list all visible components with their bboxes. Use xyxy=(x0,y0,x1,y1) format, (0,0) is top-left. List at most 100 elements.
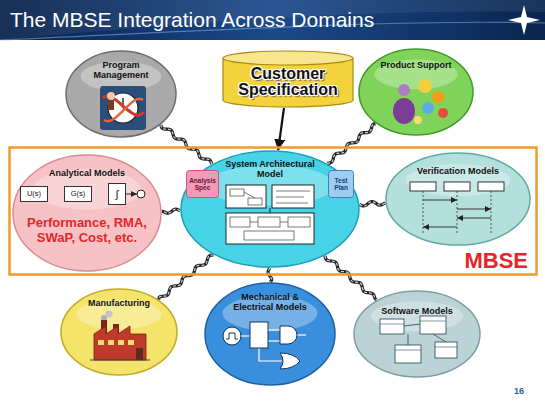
sequence-diagram-part xyxy=(423,200,457,201)
logic-circuit xyxy=(223,322,306,369)
title-holder: The MBSE Integration Across Domains xyxy=(10,8,374,32)
node-label: G(s) xyxy=(71,190,86,198)
cylinder-top xyxy=(223,51,353,65)
architecture-mini-diagram-part xyxy=(226,213,314,244)
uml-class-diagram-part xyxy=(380,319,404,334)
management-clipart-part xyxy=(104,99,143,121)
factory-clipart-part xyxy=(128,340,134,345)
architecture-mini-diagram-part xyxy=(244,192,255,198)
node-label: Test Plan xyxy=(330,177,352,191)
node-label: Verification Models xyxy=(417,166,499,176)
factory-clipart-part xyxy=(108,340,114,345)
logic-circuit-part xyxy=(259,348,282,361)
title-bar-part xyxy=(0,0,545,40)
box-shape xyxy=(109,184,126,205)
management-clipart-part xyxy=(108,100,114,110)
factory-clipart xyxy=(90,311,150,361)
architecture-mini-diagram-part xyxy=(276,191,310,192)
factory-clipart-part xyxy=(98,340,104,345)
support-people-clipart-part xyxy=(418,79,432,93)
node-note: Performance, RMA, SWaP, Cost, etc. xyxy=(17,216,157,246)
logic-circuit-part xyxy=(268,329,280,330)
title-bar xyxy=(0,0,545,40)
analytical-block-diagram xyxy=(126,190,145,198)
chain-outer xyxy=(325,256,377,300)
management-clipart-part xyxy=(107,92,115,100)
arrow-connector xyxy=(278,108,284,150)
chain-link-connector xyxy=(159,255,214,300)
ellipse-shape xyxy=(354,291,480,377)
chain-outer xyxy=(327,124,376,164)
chain-link-connector xyxy=(360,202,386,206)
node-label: MBSE xyxy=(464,248,528,273)
ellipse-shape xyxy=(13,155,161,271)
architecture-mini-diagram-part xyxy=(270,208,271,213)
node-label: U(s) xyxy=(27,190,41,198)
chain-inner xyxy=(162,209,180,213)
uml-class-diagram xyxy=(380,316,457,363)
factory-clipart-part xyxy=(94,326,146,360)
chain-inner xyxy=(360,202,386,206)
block-box: U(s) xyxy=(20,186,48,202)
logic-circuit-part xyxy=(226,333,238,339)
node-label: Software Models xyxy=(381,306,453,316)
uml-class-diagram-part xyxy=(380,324,404,325)
sequence-diagram xyxy=(410,182,504,234)
chain-link-connector xyxy=(325,256,377,300)
domain-ellipse: Analytical ModelsPerformance, RMA, SWaP,… xyxy=(12,154,162,272)
management-clipart xyxy=(100,86,146,130)
node-label: Mechanical & Electrical Models xyxy=(220,292,320,313)
ellipse-shape xyxy=(66,51,176,137)
integrator-box: ∫ xyxy=(108,183,126,205)
sequence-diagram-part xyxy=(478,182,504,191)
uml-class-diagram-part xyxy=(435,342,457,358)
domain-ellipse: Software Models xyxy=(353,290,481,378)
logic-circuit-part xyxy=(223,327,241,345)
node-label: Analytical Models xyxy=(49,168,125,178)
architecture-mini-diagram-part xyxy=(288,217,310,227)
logic-circuit-part xyxy=(280,326,297,344)
uml-class-diagram-part xyxy=(420,321,446,322)
support-people-clipart-part xyxy=(432,91,444,103)
factory-clipart-part xyxy=(90,360,150,361)
management-clipart-part xyxy=(100,86,146,130)
architecture-mini-diagram-part xyxy=(276,197,304,198)
logic-circuit-part xyxy=(268,340,280,341)
architecture-mini-diagram-part xyxy=(226,185,266,208)
architecture-mini-diagram-part xyxy=(276,203,308,204)
mbse-region: MBSE Analytical ModelsPerformance, RMA, S… xyxy=(8,146,538,276)
logic-circuit-part xyxy=(280,353,300,369)
support-people-clipart-part xyxy=(422,102,434,114)
uml-class-diagram-part xyxy=(395,350,421,351)
chain-link-connector xyxy=(162,209,180,213)
sequence-diagram-part xyxy=(444,182,470,191)
side-tab: Test Plan xyxy=(328,170,354,198)
region-border xyxy=(10,148,537,275)
sequence-diagram-part xyxy=(457,218,491,219)
specification-cylinder: Customer Specification xyxy=(222,50,354,108)
architecture-mini-diagram-part xyxy=(244,231,294,240)
page-number: 16 xyxy=(514,386,524,396)
support-people-clipart-part xyxy=(438,108,448,118)
ellipse-highlight xyxy=(374,59,458,89)
architecture-mini-diagram-part xyxy=(258,217,280,227)
sequence-diagram-part xyxy=(491,191,492,234)
arrow-line xyxy=(278,108,284,150)
node-outline xyxy=(353,290,481,378)
uml-class-diagram-part xyxy=(395,345,421,363)
analytical-block-diagram-part xyxy=(126,194,137,195)
uml-class-diagram-part xyxy=(433,334,446,342)
analytical-block-diagram-part xyxy=(137,190,145,198)
chain-outer xyxy=(162,209,180,213)
logic-circuit-part xyxy=(250,322,268,348)
chain-link-connector xyxy=(161,125,212,164)
sequence-diagram-part xyxy=(423,191,424,234)
architecture-mini-diagram-part xyxy=(280,222,288,223)
sequence-diagram-part xyxy=(410,182,436,191)
factory-clipart-part xyxy=(106,311,113,318)
ellipse-shape xyxy=(205,283,335,385)
cylinder-side xyxy=(222,58,223,100)
chain-inner xyxy=(327,124,376,164)
chain-outer xyxy=(161,125,212,164)
